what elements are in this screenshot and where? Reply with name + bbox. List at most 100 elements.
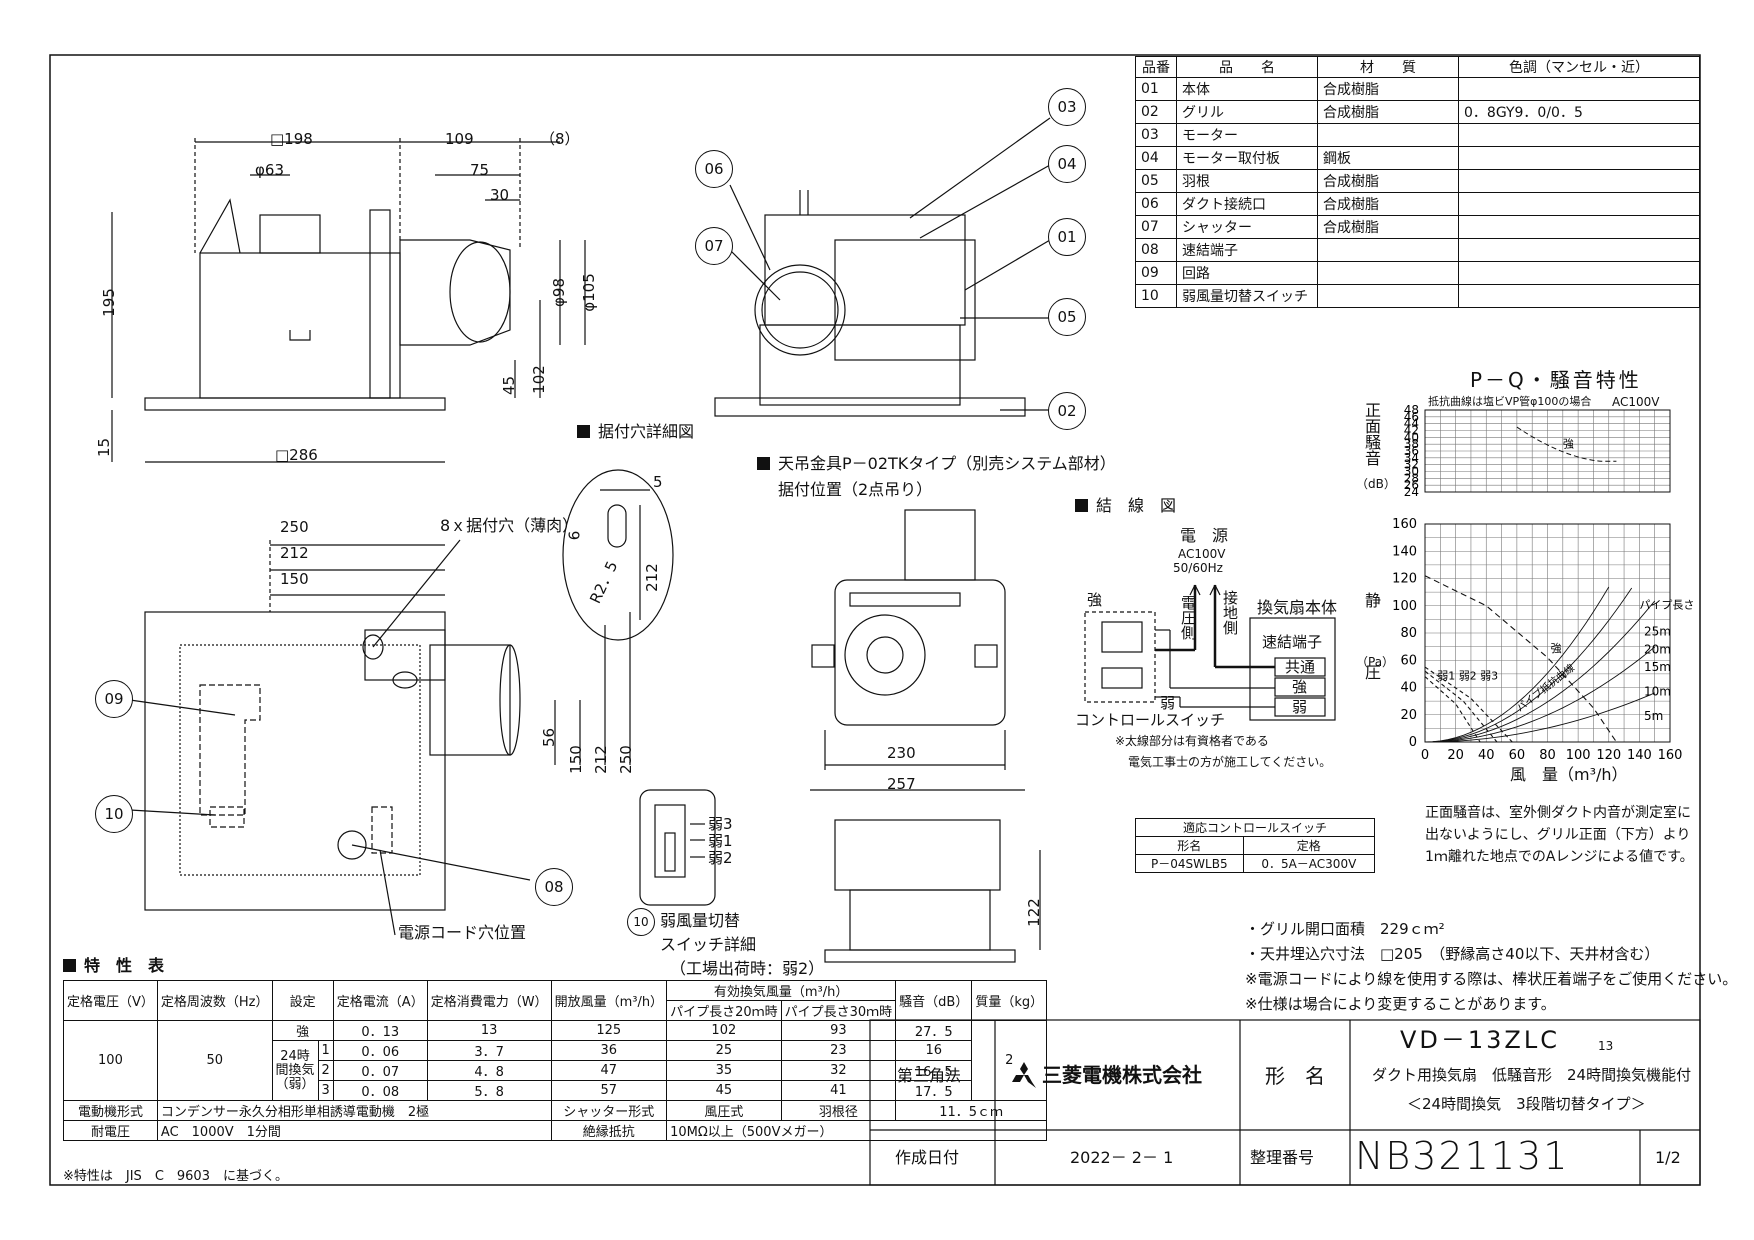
cell: 23 <box>780 1040 897 1061</box>
cell: 合成樹脂 <box>1317 215 1459 239</box>
dim-v212: 212 <box>591 745 610 774</box>
cord-hole-label: 電源コード穴位置 <box>398 923 527 942</box>
callout-02: 02 <box>1048 392 1086 430</box>
cell <box>1458 238 1700 262</box>
cell: 93 <box>780 1020 897 1041</box>
table-row: 3 0．08 5．8 57 45 41 17．5 <box>64 1080 1047 1101</box>
dim-v250: 250 <box>616 745 635 774</box>
callout-07: 07 <box>695 227 733 265</box>
noise-tick-label: 30 <box>1404 465 1419 479</box>
tb-ref-label: 整理番号 <box>1250 1148 1315 1167</box>
hanger-note-line1: 天吊金具P－02TKタイプ（別売システム部材） <box>757 456 1116 472</box>
cell: 35 <box>666 1060 782 1081</box>
noise-series-strong <box>1516 426 1617 462</box>
pq-weak-label: 弱1 <box>1437 669 1455 682</box>
dim-75: 75 <box>470 161 490 179</box>
callout-10-switch: 10 <box>627 908 655 936</box>
x-tick-label: 160 <box>1658 748 1683 763</box>
switch-weak3: 弱3 <box>708 815 733 833</box>
pressure-tick-label: 20 <box>1400 708 1417 723</box>
cell: 16 <box>895 1040 973 1061</box>
spec-header-open-flow: 開放風量（m³/h） <box>550 980 668 1021</box>
pipe-length-label: 25m <box>1644 625 1671 639</box>
spec-header-mass: 質量（kg） <box>971 980 1048 1021</box>
cell <box>1458 192 1700 216</box>
tb-model: VD－13ZLC <box>1400 1026 1561 1054</box>
hanger-note-text: 天吊金具P－02TKタイプ（別売システム部材） <box>778 454 1116 473</box>
dim-v150: 150 <box>566 745 585 774</box>
cell: 0．07 <box>332 1060 428 1081</box>
cell <box>1458 261 1700 285</box>
cell: 05 <box>1135 169 1177 193</box>
cell: 本体 <box>1176 77 1318 101</box>
x-tick-label: 120 <box>1596 748 1621 763</box>
spec-header-current: 定格電流（A） <box>332 980 428 1021</box>
cell <box>1458 284 1700 308</box>
cell: 電動機形式 <box>63 1100 158 1121</box>
callout-10: 10 <box>95 795 133 833</box>
switch-detail-title1: 弱風量切替 <box>660 911 741 930</box>
spec-header-voltage: 定格電圧（V） <box>63 980 158 1021</box>
cell: 0．5A－AC300V <box>1242 854 1376 873</box>
cell: 合成樹脂 <box>1317 77 1459 101</box>
noise-desc-line1: 正面騒音は、室外側ダクト内音が測定室に <box>1425 805 1691 821</box>
cell: 10 <box>1135 284 1177 308</box>
ac-label: AC100V <box>1612 395 1660 409</box>
plan-view-drawing <box>129 539 631 936</box>
tb-date-label: 作成日付 <box>895 1148 960 1167</box>
wiring-power-spec1: AC100V <box>1178 547 1226 561</box>
tb-desc2: ＜24時間換気 3段階切替タイプ＞ <box>1407 1095 1646 1113</box>
cell: 32 <box>780 1060 897 1081</box>
callout-09: 09 <box>95 680 133 718</box>
pq-series-line <box>1424 575 1617 743</box>
spec-header-effective-flow: 有効換気風量（m³/h） <box>666 980 897 1001</box>
switch-detail-drawing <box>639 789 716 906</box>
noise-tick-label: 42 <box>1404 424 1419 438</box>
cell: 06 <box>1135 192 1177 216</box>
dim-250: 250 <box>280 518 309 536</box>
noise-tick-label: 34 <box>1404 451 1419 465</box>
x-tick-label: 20 <box>1447 748 1464 763</box>
spec-table: 定格電圧（V） 定格周波数（Hz） 設定 定格電流（A） 定格消費電力（W） 開… <box>63 980 1048 1141</box>
cell: 25 <box>666 1040 782 1061</box>
dim-5: 5 <box>653 473 663 491</box>
noise-tick-label: 44 <box>1404 417 1419 431</box>
cell: 風圧式 <box>666 1100 782 1121</box>
table-row: 24時間換気（弱） 1 0．06 3．7 36 25 23 16 <box>64 1040 1047 1101</box>
wiring-power: 電 源 <box>1180 526 1229 545</box>
tb-ref: NB321131 <box>1355 1134 1570 1178</box>
tb-company-name: 三菱電機株式会社 <box>1042 1063 1202 1087</box>
wiring-diagram-lines <box>1084 584 1336 721</box>
pressure-tick-label: 60 <box>1400 653 1417 668</box>
cell: 41 <box>780 1080 897 1101</box>
wiring-control-switch: コントロールスイッチ <box>1075 711 1226 729</box>
cell: 02 <box>1135 100 1177 124</box>
noise-tick-label: 46 <box>1404 410 1419 424</box>
cell: 11．5ｃｍ <box>895 1100 1048 1121</box>
spec-mass: 2 <box>971 1020 1048 1101</box>
noise-tick-label: 40 <box>1404 430 1419 444</box>
pq-weak-label: 弱3 <box>1480 669 1498 682</box>
noise-desc-line2: 出ないようにし、グリル正面（下方）より <box>1425 827 1691 843</box>
dim-15: 15 <box>95 437 114 458</box>
hanger-note-line2: 据付位置（2点吊り） <box>778 480 933 499</box>
cell: 合成樹脂 <box>1317 192 1459 216</box>
pipe-resistance-curve <box>1424 692 1655 743</box>
cell <box>1317 238 1459 262</box>
cell: 47 <box>550 1060 668 1081</box>
dim-212: 212 <box>280 544 309 562</box>
cell: P－04SWLB5 <box>1135 854 1244 873</box>
pressure-tick-label: 160 <box>1392 517 1417 532</box>
noise-unit: （dB） <box>1356 477 1396 491</box>
callout-08: 08 <box>535 868 573 906</box>
cell: コンデンサー永久分相形単相誘導電動機 2極 <box>156 1100 552 1121</box>
spec-mode24: 24時間換気（弱） <box>271 1040 319 1101</box>
wiring-terminal: 速結端子 <box>1262 633 1323 651</box>
spec-voltage: 100 <box>63 1020 158 1101</box>
